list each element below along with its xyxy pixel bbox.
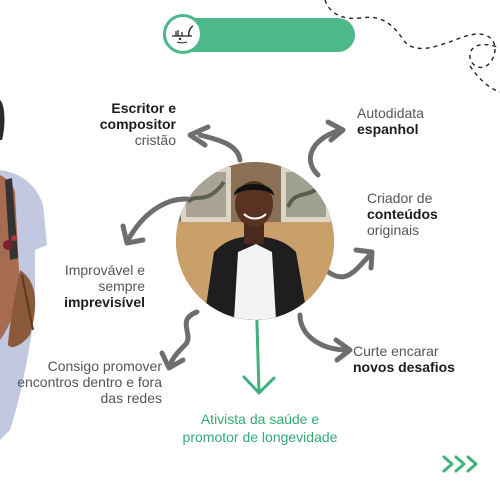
- label-autodidata-bold: espanhol: [357, 121, 419, 137]
- dashed-curve-bottom-right: [469, 65, 500, 93]
- label-escritor-thin: cristão: [134, 132, 176, 148]
- label-consigo: Consigo promover encontros dentro e fora…: [12, 358, 162, 406]
- label-criador: Criador de conteúdos originais: [367, 190, 467, 238]
- arrow-curte: [297, 312, 351, 353]
- logo-icon: [163, 14, 203, 54]
- person-left-edge: [0, 100, 47, 440]
- label-autodidata: Autodidata espanhol: [357, 105, 457, 137]
- portrait-photo: [176, 162, 334, 320]
- arrow-escritor: [197, 132, 243, 163]
- label-improvavel-thin: Improvável e sempre: [64, 262, 145, 294]
- label-criador-thin1: Criador de: [367, 190, 433, 206]
- label-curte: Curte encarar novos desafios: [353, 343, 483, 375]
- arrow-consigo: [167, 309, 200, 369]
- label-criador-thin2: originais: [367, 222, 420, 238]
- label-improvavel-bold: imprevisível: [64, 294, 145, 310]
- label-curte-thin: Curte encarar: [353, 343, 439, 359]
- arrow-autodidata: [307, 127, 343, 178]
- label-escritor: Escritor e compositor cristão: [70, 100, 176, 148]
- triple-chevron-right-icon[interactable]: [442, 454, 482, 474]
- label-autodidata-thin: Autodidata: [357, 105, 424, 121]
- arrows: [120, 119, 375, 371]
- label-curte-bold: novos desafios: [353, 359, 455, 375]
- label-criador-bold: conteúdos: [367, 206, 438, 222]
- label-improvavel: Improvável e sempre imprevisível: [50, 262, 145, 310]
- label-consigo-thin: Consigo promover encontros dentro e fora…: [17, 358, 162, 406]
- label-escritor-bold: Escritor e compositor: [99, 100, 176, 132]
- dashed-curve-top: [324, 0, 500, 68]
- label-ativista: Ativista da saúde e promotor de longevid…: [182, 411, 338, 445]
